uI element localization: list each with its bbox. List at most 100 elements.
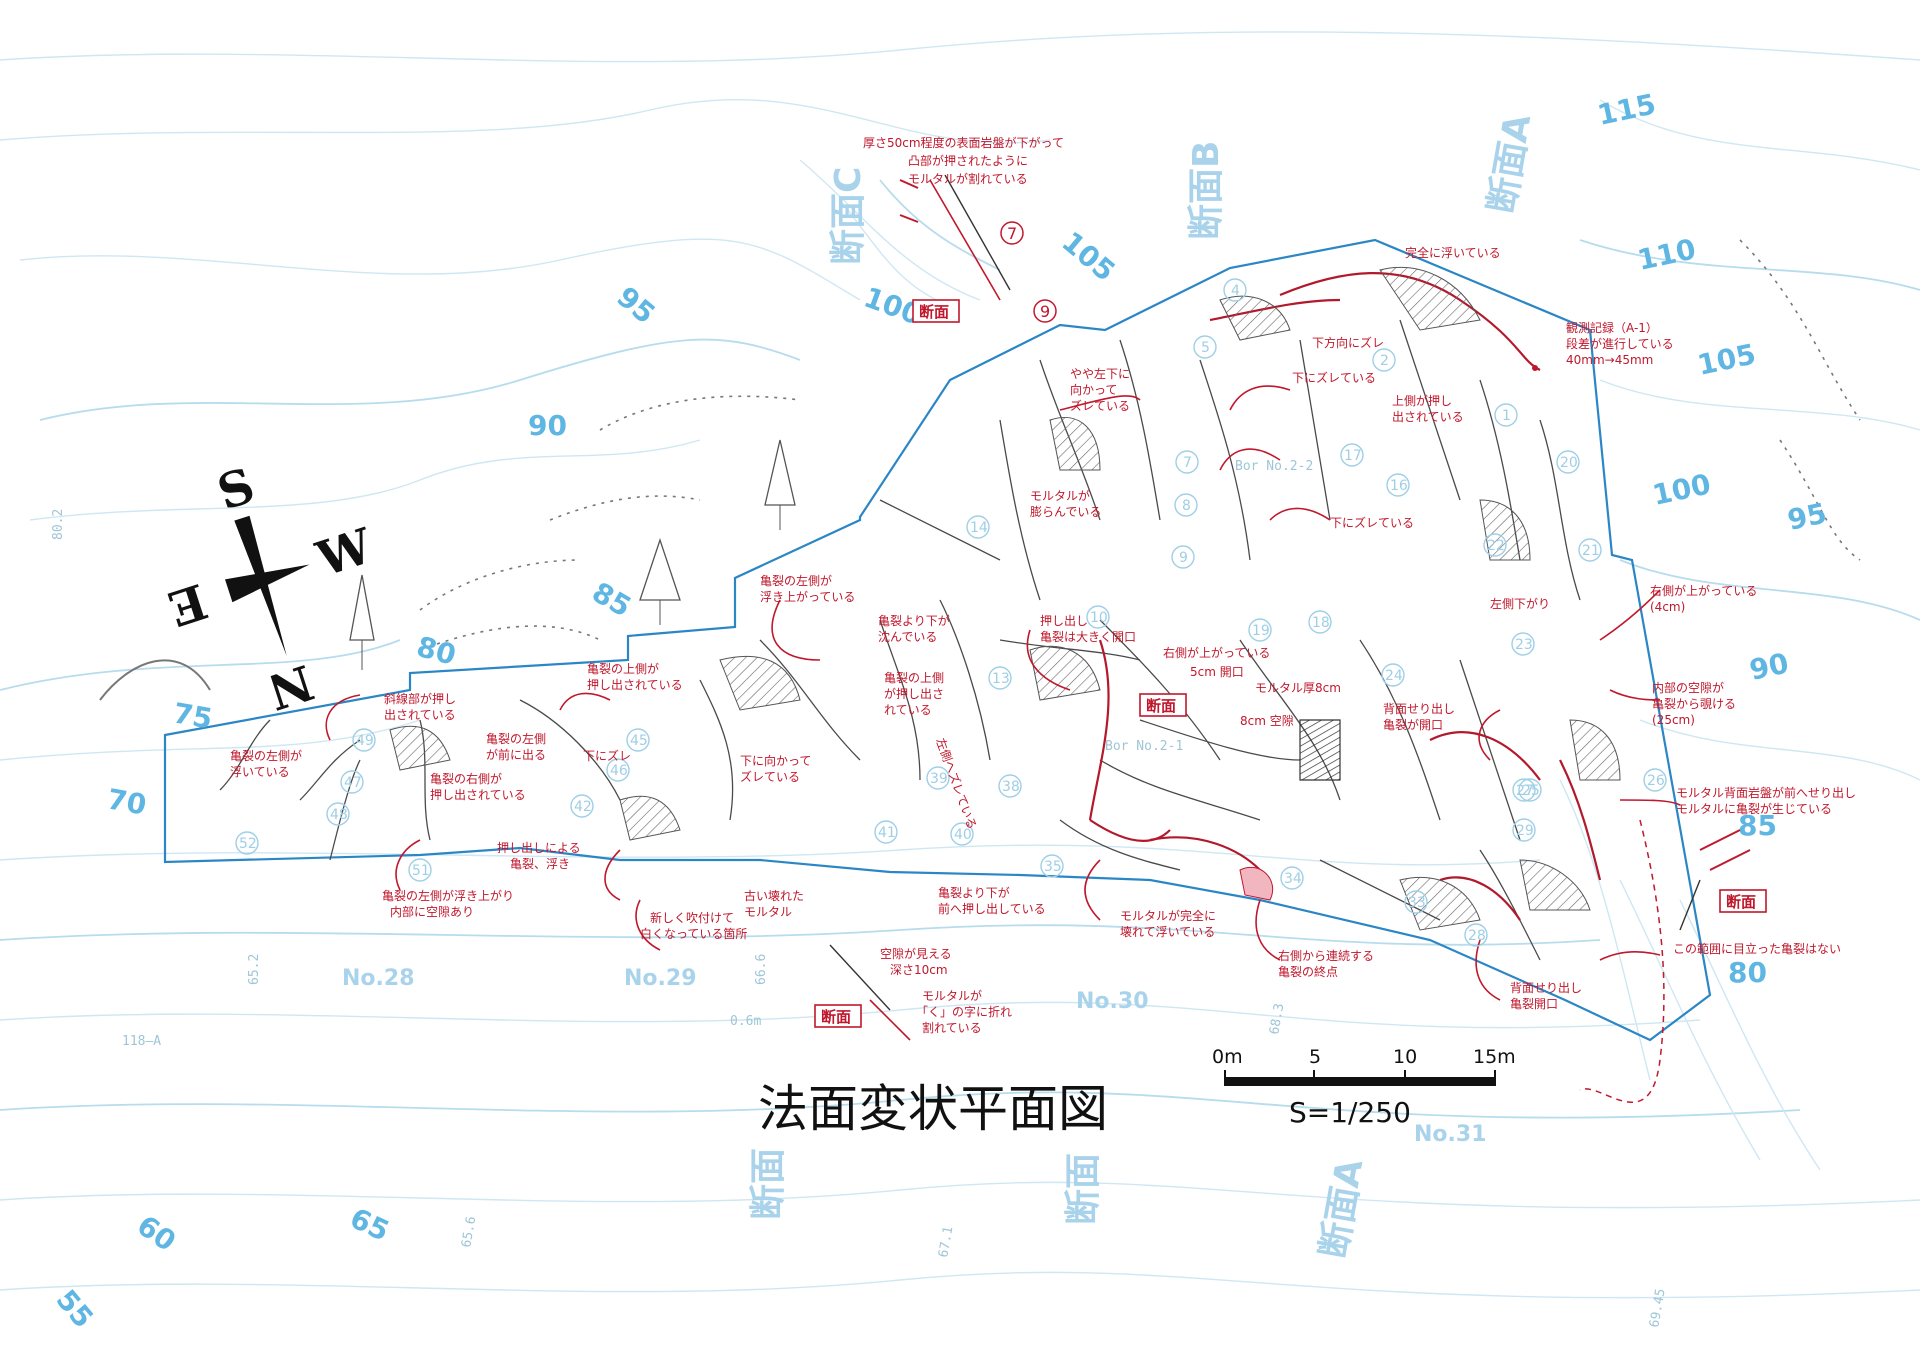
- red-points: 7 9: [1000, 221, 1538, 371]
- elev-105-right: 105: [1695, 337, 1759, 381]
- observation-point-28: [1464, 923, 1488, 947]
- elev-55: 55: [50, 1283, 100, 1334]
- note-hatched-pushed-line2: 出されている: [384, 708, 456, 722]
- observation-point-7: [1175, 450, 1199, 474]
- observation-point-label-27: 27: [1516, 783, 1534, 799]
- ref-bor-no2-2: Bor No.2-2: [1235, 459, 1313, 474]
- observation-point-label-20: 20: [1560, 455, 1578, 471]
- section-tag-box-mid: [1139, 693, 1187, 717]
- note-mortar-swelling-line2: 膨らんでいる: [1030, 505, 1101, 519]
- observation-point-label-16: 16: [1390, 478, 1408, 494]
- note-mortar-bent-line1: モルタルが: [922, 988, 982, 1003]
- observation-point-label-19: 19: [1252, 623, 1270, 639]
- observation-point-label-46: 46: [610, 763, 628, 779]
- note-old-mortar-line2: モルタル: [744, 905, 792, 919]
- section-tag-box-right: [1719, 889, 1767, 913]
- note-shifted-down-2: 下にズレている: [1330, 515, 1414, 530]
- elev-100-right: 100: [1650, 467, 1714, 511]
- observation-point-label-40: 40: [954, 827, 972, 843]
- note-crack-upper-line1: 亀裂の上側: [884, 671, 944, 685]
- observation-point-34: [1280, 866, 1304, 890]
- note-crack-left-lifted-line1: 亀裂の左側が: [760, 573, 832, 588]
- note-right-side-up-line2: (4cm): [1650, 600, 1685, 614]
- red-point-9-label: 9: [1040, 302, 1050, 321]
- note-crack-left-void-line2: 内部に空隙あり: [390, 904, 474, 919]
- observation-point-29: [1512, 818, 1536, 842]
- note-top-line3: モルタルが割れている: [908, 171, 1028, 186]
- note-crack-right-pushed-line2: 押し出されている: [430, 788, 526, 802]
- elev-95-left: 95: [611, 280, 662, 330]
- section-lower-1-label: 断面: [748, 1148, 789, 1220]
- observation-point-label-52: 52: [239, 836, 257, 852]
- observation-point-label-25: 25: [1522, 783, 1540, 799]
- slope-crest-marks: [99, 239, 1861, 701]
- red-point-7-label: 7: [1007, 224, 1017, 243]
- note-hatched-pushed-line1: 斜線部が押し: [384, 691, 456, 706]
- observation-point-4: [1223, 278, 1247, 302]
- observation-point-label-24: 24: [1385, 668, 1403, 684]
- observation-point-label-1: 1: [1502, 408, 1511, 424]
- observation-point-label-35: 35: [1044, 859, 1062, 875]
- compass-east: E: [161, 572, 213, 637]
- elev-105-top: 105: [1056, 225, 1122, 288]
- observation-point-42: [570, 794, 594, 818]
- elev-80-right: 80: [1728, 956, 1767, 989]
- section-sketches: [829, 174, 1751, 1041]
- ref-69-45: 69.45: [1647, 1288, 1669, 1329]
- observation-point-49: [352, 728, 376, 752]
- observation-point-label-51: 51: [412, 863, 430, 879]
- note-newly-sprayed-line2: 白くなっている箇所: [640, 926, 747, 941]
- scale-bar: 0m 5 10 15m S=1/250: [1212, 1046, 1516, 1129]
- observation-point-label-41: 41: [878, 825, 896, 841]
- station-no31: No.31: [1414, 1122, 1487, 1147]
- note-mortar-back-rock-line1: モルタル背面岩盤が前へせり出し: [1676, 785, 1856, 800]
- observation-point-label-18: 18: [1312, 615, 1330, 631]
- elevation-labels: 115 110 105 100 95 90 85 80 105 100 95 9…: [50, 87, 1830, 1334]
- deformed-zones: [389, 266, 1621, 931]
- section-lower-a-label: 断面A: [1313, 1156, 1371, 1262]
- note-slightly-left-line3: ズレている: [1070, 398, 1130, 413]
- observation-point-label-22: 22: [1487, 538, 1505, 554]
- observation-point-2: [1372, 348, 1396, 372]
- note-mortar-broken-line1: モルタルが完全に: [1120, 908, 1216, 923]
- observation-point-label-45: 45: [630, 733, 648, 749]
- section-tags: 断面 断面 断面 断面: [814, 299, 1767, 1028]
- scale-bar-rule: [1225, 1077, 1495, 1086]
- note-crack-left-forward-line1: 亀裂の左側: [486, 731, 546, 746]
- observation-point-45: [626, 728, 650, 752]
- compass-west: W: [309, 518, 380, 589]
- elev-115: 115: [1595, 87, 1659, 131]
- section-tag-box-bottom: [814, 1004, 862, 1028]
- observation-point-16: [1386, 473, 1410, 497]
- ref-118-a: 118—A: [122, 1034, 161, 1049]
- compass-rose: S N W E: [161, 458, 380, 720]
- observation-point-label-42: 42: [574, 799, 592, 815]
- observation-point-label-13: 13: [992, 671, 1010, 687]
- note-crack-upper-pushed-line1: 亀裂の上側が: [587, 661, 659, 676]
- observation-point-label-34: 34: [1284, 871, 1302, 887]
- note-slightly-left-line2: 向かって: [1070, 382, 1117, 397]
- note-extrusion-line2: 亀裂は大きく開口: [1040, 630, 1136, 644]
- elev-90-right: 90: [1747, 646, 1792, 686]
- ref-68-3: 68.3: [1267, 1002, 1287, 1035]
- observation-point-51: [408, 858, 432, 882]
- note-observation-line1: 観測記録（A-1）: [1566, 320, 1658, 335]
- note-extrusion-crack-line1: 押し出しによる: [497, 841, 581, 855]
- note-crack-end-line2: 亀裂の終点: [1278, 964, 1338, 979]
- observation-point-21: [1578, 538, 1602, 562]
- ref-66-6: 66.6: [754, 954, 769, 985]
- note-crack-upper-line2: が押し出さ: [884, 686, 944, 701]
- observation-point-39: [926, 766, 950, 790]
- elev-90-left: 90: [528, 409, 567, 442]
- observation-point-label-8: 8: [1182, 498, 1191, 514]
- note-crack-right-pushed-line1: 亀裂の右側が: [430, 771, 502, 786]
- note-mortar-broken-line2: 壊れて浮いている: [1120, 925, 1215, 939]
- observation-point-14: [966, 515, 990, 539]
- observation-point-8: [1174, 493, 1198, 517]
- observation-point-label-2: 2: [1380, 353, 1389, 369]
- dashed-boundary-right: [1579, 819, 1665, 1103]
- observation-point-22: [1483, 533, 1507, 557]
- observation-point-label-33: 33: [1408, 895, 1426, 911]
- observation-point-26: [1643, 768, 1667, 792]
